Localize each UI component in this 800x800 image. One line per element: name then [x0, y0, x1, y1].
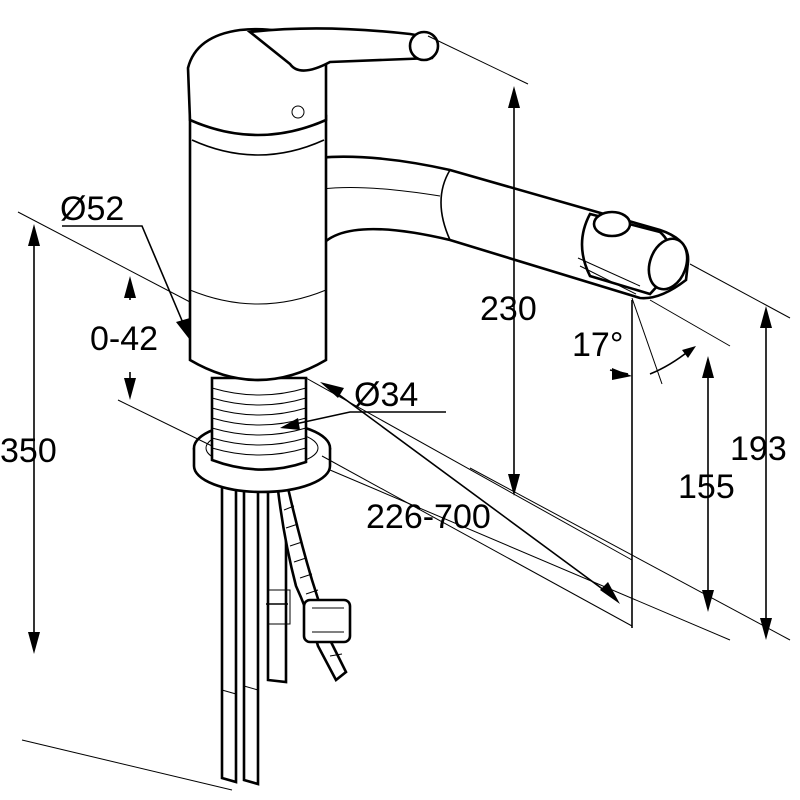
- label-diameter-shank: Ø34: [354, 376, 418, 414]
- faucet-body: [188, 114, 328, 382]
- supply-pipes: [220, 480, 352, 786]
- label-outlet-height-high: 193: [730, 430, 787, 468]
- faucet-illustration: [186, 27, 690, 786]
- label-outlet-height-low: 155: [678, 468, 735, 506]
- threaded-shank: [210, 376, 308, 471]
- label-spout-height: 230: [480, 290, 537, 328]
- label-swivel-angle: 17°: [572, 326, 623, 364]
- lever-handle: [186, 27, 440, 137]
- label-diameter-body: Ø52: [60, 190, 124, 228]
- label-total-height: 350: [0, 432, 57, 470]
- dimension-lines: [17, 35, 791, 791]
- dimension-labels: Ø52 Ø34 0-42 350 230 226-700 17° 155 193: [0, 190, 787, 536]
- label-adjust-range: 0-42: [90, 320, 158, 358]
- label-reach: 226-700: [366, 498, 491, 536]
